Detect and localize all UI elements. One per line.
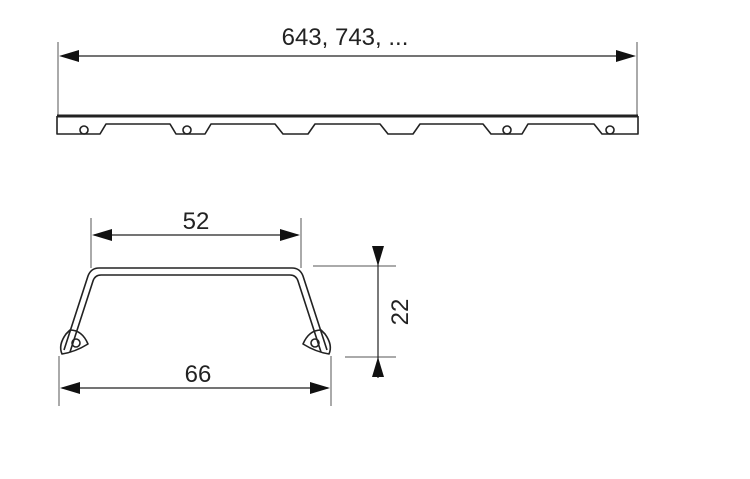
outer-width-label: 66 xyxy=(185,361,212,388)
grate-side-view xyxy=(56,114,639,135)
mounting-hole xyxy=(182,125,192,135)
length-label: 643, 743, ... xyxy=(282,24,409,51)
right-clip xyxy=(302,329,332,355)
mounting-hole xyxy=(605,125,615,135)
inner-width-label: 52 xyxy=(183,208,210,235)
left-clip xyxy=(59,329,89,355)
mounting-hole xyxy=(79,125,89,135)
inner-width-dimension: 52 xyxy=(90,208,302,268)
height-dimension: 22 xyxy=(313,246,414,378)
length-dimension: 643, 743, ... xyxy=(57,24,638,116)
height-label: 22 xyxy=(387,299,414,326)
outer-width-dimension: 66 xyxy=(58,356,332,406)
grate-cross-section xyxy=(59,267,332,355)
mounting-hole xyxy=(502,125,512,135)
